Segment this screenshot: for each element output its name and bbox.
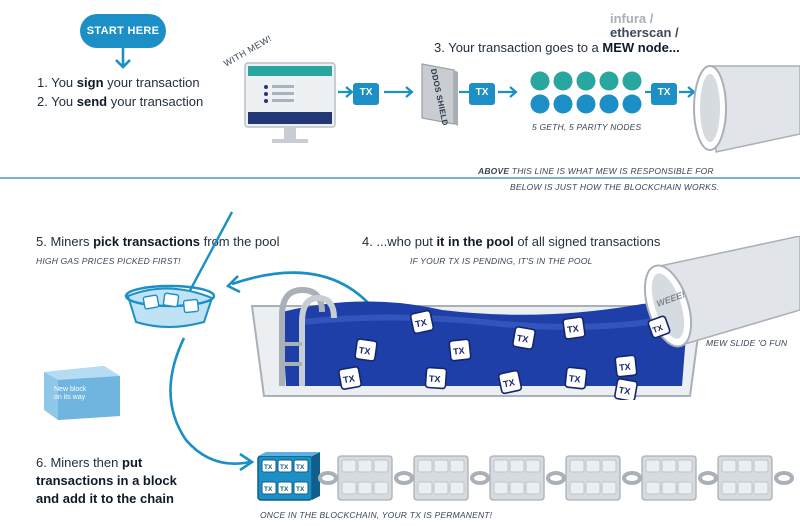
- svg-text:TX: TX: [502, 377, 515, 389]
- tx-chip-label: TX: [475, 87, 489, 98]
- pool-ladder-icon: [279, 286, 337, 386]
- step-3-text: 3. Your transaction goes to a MEW node..…: [434, 40, 680, 55]
- node-cluster: [530, 71, 642, 114]
- svg-text:TX: TX: [342, 373, 355, 385]
- start-here-badge: START HERE: [80, 14, 166, 48]
- divider-below-note: BELOW IS JUST HOW THE BLOCKCHAIN WORKS.: [510, 182, 720, 192]
- svg-text:TX: TX: [516, 333, 529, 345]
- tx-card-icon: TX: [448, 338, 472, 362]
- tx-card-icon: TX: [497, 369, 523, 395]
- transaction-pool: [250, 301, 704, 397]
- tx-card-icon: TX: [614, 378, 638, 400]
- svg-text:TX: TX: [296, 486, 305, 493]
- miner-net-icon: [124, 211, 234, 328]
- svg-text:TX: TX: [358, 345, 371, 357]
- blockchain: TX TX TX TX TX TX: [257, 452, 794, 501]
- tx-card-icon: TX: [409, 309, 435, 335]
- computer-monitor-icon: [244, 62, 336, 143]
- tx-chip-icon: [353, 83, 379, 105]
- svg-text:TX: TX: [280, 486, 289, 493]
- tx-card-icon: TX: [424, 366, 448, 390]
- svg-text:TX: TX: [296, 464, 305, 471]
- responsibility-divider: [0, 177, 800, 179]
- tx-chip-icon: [651, 83, 677, 105]
- tx-card-icon: TX: [562, 316, 586, 340]
- step-6-line-1: 6. Miners then put: [36, 455, 143, 470]
- parity-node-icon: [622, 94, 642, 114]
- right-arrow-icon: [498, 86, 518, 98]
- tx-card-icon: TX: [564, 366, 588, 390]
- geth-node-icon: [622, 71, 642, 91]
- right-arrow-icon: [459, 90, 469, 94]
- divider-above-note: ABOVE THIS LINE IS WHAT MEW IS RESPONSIB…: [478, 166, 714, 176]
- down-arrow-icon: [115, 48, 131, 69]
- svg-text:TX: TX: [453, 346, 465, 357]
- geth-node-icon: [530, 71, 550, 91]
- slide-note: MEW SLIDE 'O FUN: [706, 338, 788, 348]
- provider-etherscan: etherscan /: [610, 25, 679, 40]
- svg-text:TX: TX: [567, 323, 580, 335]
- step-4-note: IF YOUR TX IS PENDING, IT'S IN THE POOL: [410, 256, 593, 266]
- new-block-label: New block on its way: [54, 386, 87, 401]
- step-4-text: 4. ...who put it in the pool of all sign…: [362, 234, 661, 249]
- svg-text:TX: TX: [264, 486, 273, 493]
- geth-node-icon: [599, 71, 619, 91]
- svg-text:TX: TX: [414, 317, 427, 329]
- parity-node-icon: [530, 94, 550, 114]
- ddos-shield-icon: [421, 63, 458, 126]
- svg-text:TX: TX: [618, 385, 631, 397]
- svg-text:TX: TX: [651, 323, 664, 335]
- tx-chip-icon: [469, 83, 495, 105]
- block-to-chain-arrow: [169, 337, 255, 472]
- svg-text:TX: TX: [429, 374, 441, 385]
- step-6-line-3: and add it to the chain: [36, 491, 174, 506]
- step-6-line-2: transactions in a block: [36, 473, 177, 488]
- slide-pipe: TX: [630, 236, 800, 356]
- new-block-icon: [44, 366, 120, 420]
- top-pipe: [693, 65, 800, 153]
- tx-card-icon: TX: [512, 326, 536, 350]
- parity-node-icon: [576, 94, 596, 114]
- step-2-text: 2. You send your transaction: [37, 94, 204, 109]
- svg-text:TX: TX: [619, 362, 631, 373]
- nodes-note: 5 GETH, 5 PARITY NODES: [532, 122, 642, 132]
- parity-node-icon: [553, 94, 573, 114]
- tx-card-icon: TX: [614, 354, 638, 378]
- tx-card-icon: TX: [354, 338, 378, 362]
- step-5-text: 5. Miners pick transactions from the poo…: [36, 234, 280, 249]
- right-arrow-icon: [338, 86, 354, 98]
- pool-tx-cards: TX TX TX TX TX TX TX TX TX TX TX: [338, 309, 638, 400]
- step-5-note: HIGH GAS PRICES PICKED FIRST!: [36, 256, 181, 266]
- step-1-text: 1. You sign your transaction: [37, 75, 200, 90]
- geth-node-icon: [553, 71, 573, 91]
- tx-chip-label: TX: [359, 87, 373, 98]
- parity-node-icon: [599, 94, 619, 114]
- right-arrow-icon: [679, 86, 696, 98]
- provider-infura: infura /: [610, 11, 654, 26]
- svg-text:TX: TX: [264, 464, 273, 471]
- geth-node-icon: [576, 71, 596, 91]
- tx-chip-label: TX: [657, 87, 671, 98]
- svg-text:TX: TX: [568, 373, 580, 384]
- tx-card-icon: TX: [338, 366, 362, 390]
- chain-note: ONCE IN THE BLOCKCHAIN, YOUR TX IS PERMA…: [260, 510, 493, 520]
- svg-text:TX: TX: [280, 464, 289, 471]
- right-arrow-icon: [384, 86, 414, 98]
